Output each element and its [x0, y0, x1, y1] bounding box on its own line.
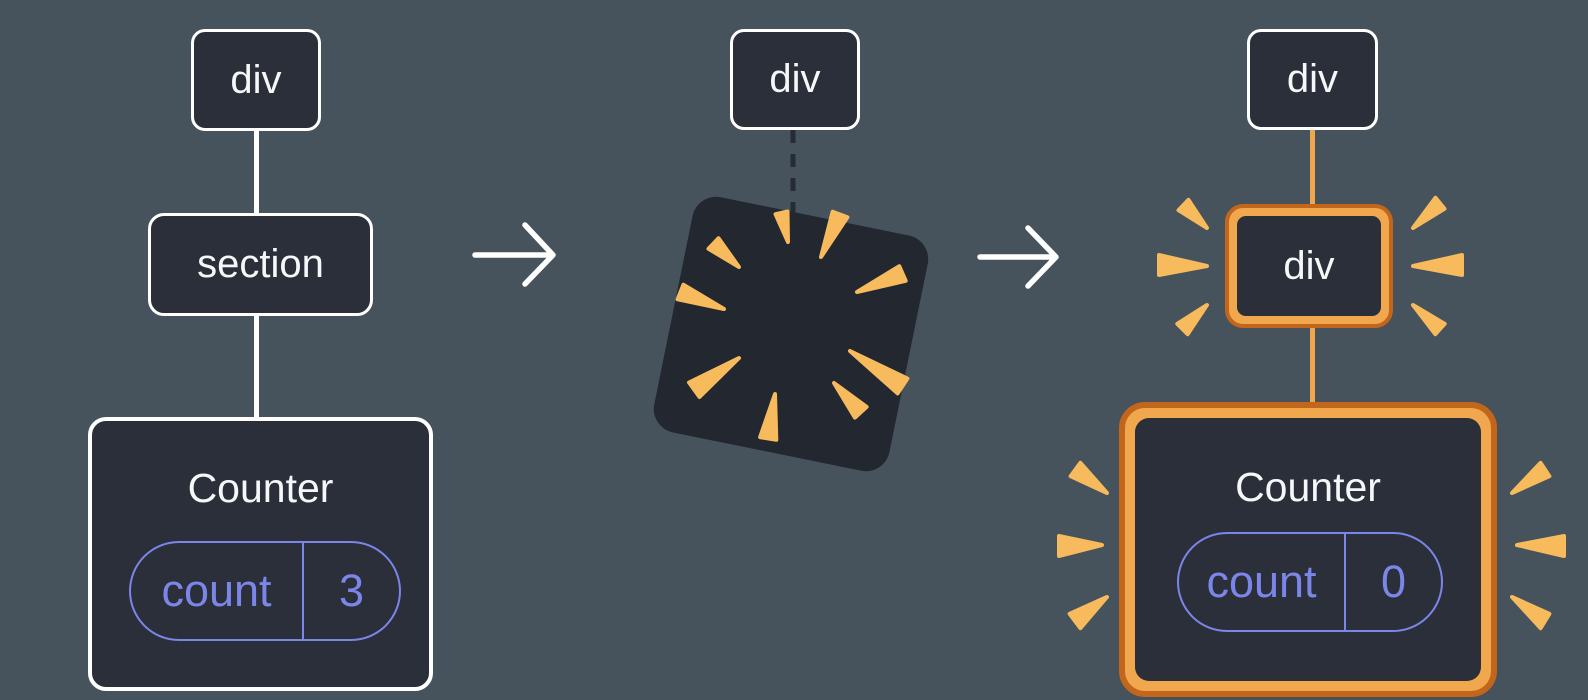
- sparks-new-node-icon: [1157, 195, 1464, 337]
- after-counter-node: Counter count 0: [1119, 402, 1497, 697]
- before-root-label: div: [230, 57, 282, 102]
- before-counter-node: Counter count 3: [88, 417, 433, 691]
- after-child-node: div: [1225, 204, 1393, 328]
- after-root-label: div: [1286, 57, 1339, 101]
- poof-destroyed-node-icon: [653, 130, 929, 472]
- transition-root-node: div: [730, 29, 860, 130]
- arrow-right-icon: [472, 222, 556, 287]
- before-child-node: section: [148, 213, 373, 316]
- after-state-key: count: [1179, 534, 1346, 630]
- before-counter-title: Counter: [187, 465, 334, 511]
- before-state-pill: count 3: [129, 541, 401, 641]
- after-edge-root-child: [1310, 130, 1315, 204]
- transition-root-label: div: [769, 57, 821, 101]
- after-root-node: div: [1247, 29, 1378, 130]
- before-state-value: 3: [338, 565, 365, 616]
- after-state-value: 0: [1380, 556, 1407, 607]
- after-state-pill: count 0: [1177, 532, 1443, 632]
- before-edge-root-child: [254, 131, 259, 213]
- before-root-node: div: [191, 29, 321, 131]
- after-edge-child-component: [1310, 328, 1315, 402]
- before-state-key: count: [131, 543, 304, 639]
- before-child-label: section: [197, 242, 324, 286]
- sparks-new-counter-icon: [1057, 460, 1566, 631]
- after-counter-title: Counter: [1235, 464, 1381, 510]
- before-edge-child-component: [254, 316, 259, 417]
- after-child-label: div: [1283, 243, 1335, 288]
- arrow-right-icon: [977, 225, 1059, 289]
